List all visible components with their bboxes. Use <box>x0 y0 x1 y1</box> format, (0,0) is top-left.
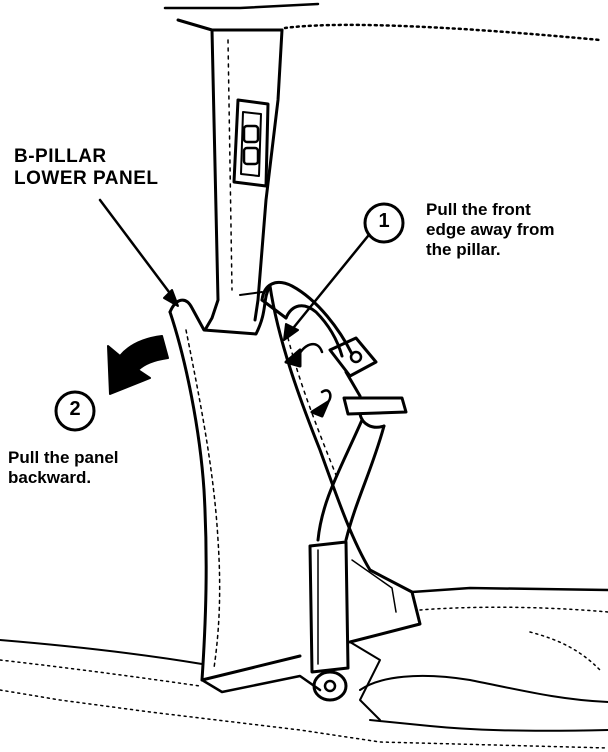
step2-instruction: Pull the panel backward. <box>8 448 119 488</box>
step1-instruction: Pull the front edge away from the pillar… <box>426 200 555 260</box>
floor-sill <box>0 586 608 749</box>
step1-line3: the pillar. <box>426 240 501 259</box>
step2-number: 2 <box>69 398 81 420</box>
panel-label: B-PILLAR LOWER PANEL <box>14 146 158 190</box>
b-pillar-lower-panel <box>168 284 422 682</box>
panel-label-line1: B-PILLAR <box>14 146 107 167</box>
step1-number: 1 <box>378 210 390 232</box>
step1-callout <box>283 202 405 341</box>
b-pillar-upper <box>163 2 602 332</box>
step2-line1: Pull the panel <box>8 448 119 467</box>
step1-line2: edge away from <box>426 220 555 239</box>
step2-callout <box>54 335 169 432</box>
pull-direction-arrows <box>284 343 332 418</box>
step2-line2: backward. <box>8 468 92 487</box>
seat-belt-anchor-icon <box>308 540 350 702</box>
panel-label-line2: LOWER PANEL <box>14 168 159 189</box>
belt-adjuster-icon <box>232 98 270 188</box>
panel-leader-line <box>98 198 179 307</box>
step1-line1: Pull the front <box>426 200 531 219</box>
backward-arrow-icon <box>107 335 169 395</box>
seat-belt <box>260 281 408 542</box>
